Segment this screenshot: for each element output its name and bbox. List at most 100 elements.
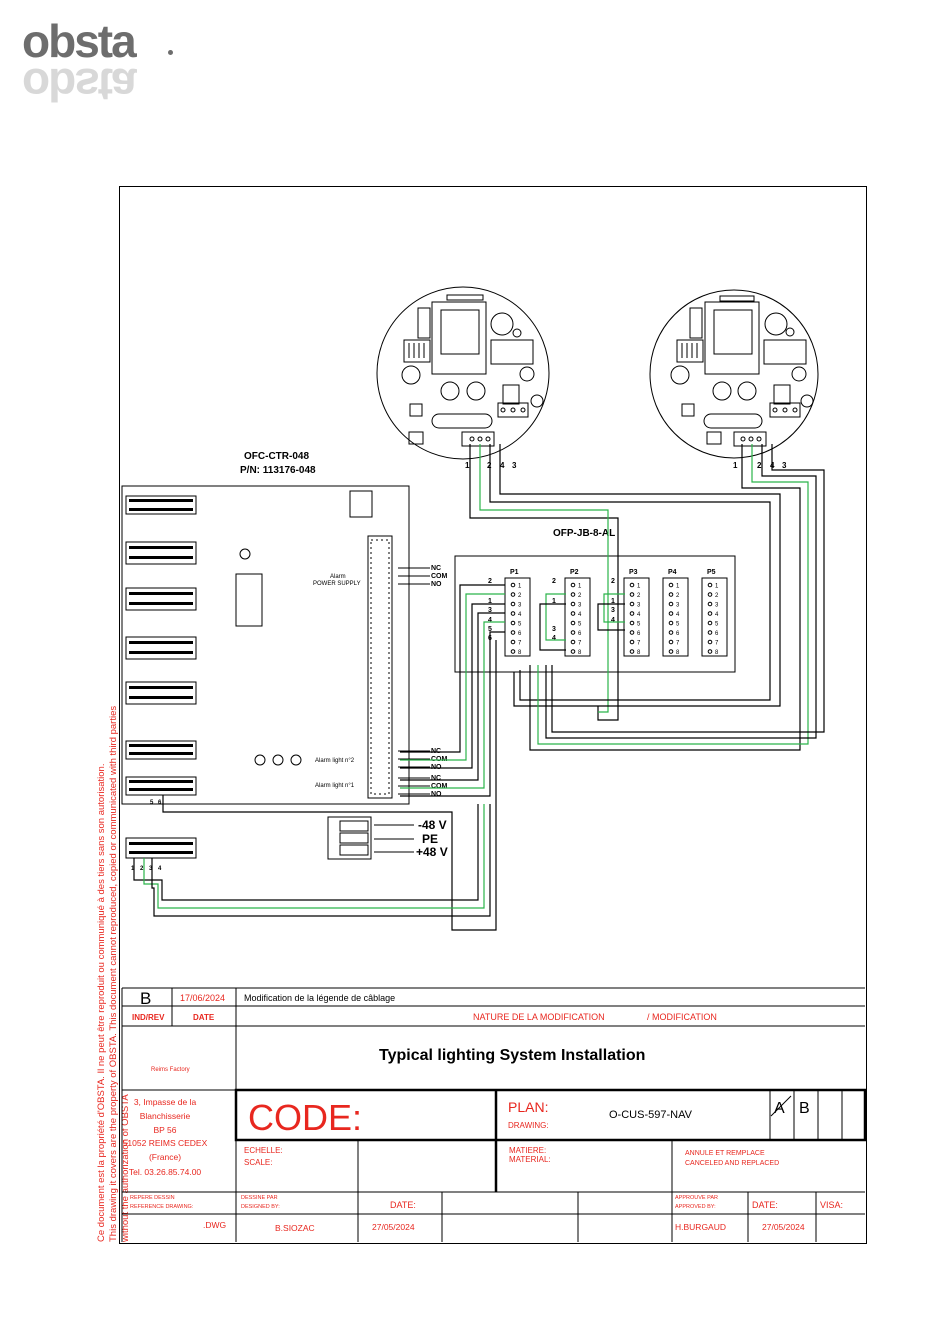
address-line-1: 3, Impasse de la	[134, 1097, 197, 1107]
p2-cable-1: 1	[552, 598, 556, 605]
dessine-label: DESSINE PAR	[241, 1195, 278, 1201]
port-p2-pin-number: 7	[578, 641, 582, 647]
lamp-2-terminal-3: 3	[782, 461, 787, 470]
port-p1-pin-1	[510, 582, 516, 588]
alarm-light-unit-1	[376, 286, 550, 460]
port-p3-pin-number: 5	[637, 622, 641, 628]
date-label-1: DATE:	[390, 1200, 416, 1210]
port-p3-pin-8	[629, 649, 635, 654]
relay-1-arrows	[398, 567, 430, 585]
controller-name: OFC-CTR-048	[244, 451, 309, 462]
header-nature: NATURE DE LA MODIFICATION	[473, 1012, 605, 1022]
port-p2-pin-2	[570, 592, 576, 597]
port-p5-pin-number: 4	[715, 612, 719, 618]
port-p5-pin-8	[707, 649, 713, 654]
port-p3-pin-2	[629, 592, 635, 597]
port-p5-pin-7	[707, 639, 713, 645]
reference-label: REFERENCE DRAWING:	[130, 1204, 194, 1210]
port-p3-box	[623, 577, 650, 657]
factory-address: 3, Impasse de la Blanchisserie BP 56 510…	[123, 1097, 208, 1177]
address-line-4: 51052 REIMS CEDEX	[123, 1138, 208, 1148]
revision-a-strike	[770, 1095, 792, 1117]
port-p1-pin-number: 3	[518, 603, 522, 609]
port-p3-pin-6	[629, 630, 635, 635]
port-p2-pin-number: 6	[578, 631, 582, 637]
port-p4-pin-number: 5	[676, 622, 680, 628]
p1-cable-4: 4	[488, 617, 492, 624]
revision-b: B	[799, 1100, 810, 1117]
lamp-1-terminal-1: 1	[465, 461, 470, 470]
p3-cable-labels: 2 1 3 4	[611, 578, 615, 624]
lamp-1-terminal-4: 4	[500, 461, 505, 470]
port-p4-pin-7	[668, 639, 674, 645]
address-line-5: (France)	[149, 1152, 181, 1162]
ctrl-terminal-2: 2	[140, 866, 144, 872]
relay-3-arrows	[398, 777, 430, 795]
port-p1-pin-number: 5	[518, 622, 522, 628]
port-p2-pin-6	[570, 630, 576, 635]
cables	[133, 444, 825, 931]
port-p3-pin-number: 2	[637, 593, 641, 599]
power-input-labels: -48 V PE +48 V	[416, 818, 448, 859]
p3-cable-4: 4	[611, 617, 615, 624]
dwg-label: .DWG	[203, 1220, 226, 1230]
port-p2-pin-4	[570, 611, 576, 616]
ctrl-terminal-4: 4	[158, 866, 162, 872]
repere-label: REPERE DESSIN	[130, 1195, 175, 1201]
relay-1-labels: NC COM NO	[431, 565, 448, 588]
alarm-light-unit-2	[649, 289, 819, 459]
lamp-1-terminal-numbers: 1 2 4 3	[465, 461, 517, 470]
port-p1-pin-number: 7	[518, 641, 522, 647]
port-p1-box	[504, 577, 531, 657]
code-label: CODE:	[248, 1097, 362, 1138]
port-p3-pin-7	[629, 639, 635, 645]
title-block: B 17/06/2024 Modification de la légende …	[123, 989, 843, 1233]
designed-label: DESIGNED BY:	[241, 1204, 280, 1210]
port-p4-pin-5	[668, 620, 674, 626]
port-p1-pin-3	[510, 601, 516, 607]
lamp-2-terminal-2: 2	[757, 461, 762, 470]
logo-dot	[168, 50, 173, 55]
port-p4-pin-3	[668, 601, 674, 607]
material-label: MATERIAL:	[509, 1155, 551, 1164]
port-p5-box	[701, 577, 728, 657]
port-p1-pin-number: 4	[518, 612, 522, 618]
port-p4-pin-1	[668, 582, 674, 588]
drawing-frame	[119, 186, 867, 1244]
p2-cable-3: 3	[552, 626, 556, 633]
port-p1-pin-number: 1	[518, 584, 522, 590]
port-p3-pin-5	[629, 620, 635, 626]
header-indrev: IND/REV	[132, 1013, 165, 1022]
port-p2-pin-3	[570, 601, 576, 607]
port-p5-pin-number: 5	[715, 622, 719, 628]
port-p4-pin-number: 4	[676, 612, 680, 618]
port-p3-pin-number: 6	[637, 631, 641, 637]
port-p2-pin-5	[570, 620, 576, 626]
p1-cable-1: 1	[488, 598, 492, 605]
port-p2-box	[564, 577, 591, 657]
lamp-2-terminal-numbers: 1 2 4 3	[733, 461, 787, 470]
port-p2-pin-1	[570, 582, 576, 588]
port-p1-pin-8	[510, 649, 516, 654]
designer-name: B.SIOZAC	[275, 1223, 315, 1233]
p3-cable-3: 3	[611, 607, 615, 614]
lamp-1-terminal-3: 3	[512, 461, 517, 470]
port-p5-pin-number: 1	[715, 584, 719, 590]
address-line-6: Tel. 03.26.85.74.00	[129, 1167, 202, 1177]
port-p4-pin-number: 8	[676, 650, 680, 656]
port-p2-pin-number: 8	[578, 650, 582, 656]
p1-cable-3: 3	[488, 607, 492, 614]
alarm-light-2-label: Alarm light n°2	[315, 758, 355, 764]
port-p4-pin-number: 6	[676, 631, 680, 637]
address-line-2: Blanchisserie	[140, 1111, 191, 1121]
port-p3-label: P3	[629, 569, 638, 576]
port-p4-pin-6	[668, 630, 674, 635]
relay-1-no: NO	[431, 581, 442, 588]
port-p4-pin-2	[668, 592, 674, 597]
power-arrows	[374, 824, 414, 853]
port-p2-pin-number: 3	[578, 603, 582, 609]
port-p1-pin-number: 2	[518, 593, 522, 599]
approval-date: 27/05/2024	[762, 1222, 805, 1232]
port-p1-pin-6	[510, 630, 516, 635]
title-block-grid	[121, 987, 867, 1242]
